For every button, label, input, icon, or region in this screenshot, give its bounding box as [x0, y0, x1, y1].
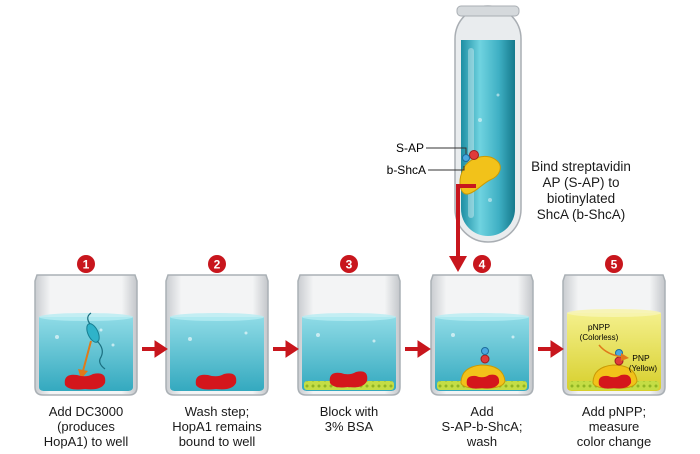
- step-badge-5: 5: [605, 255, 623, 273]
- sap-marker: [469, 150, 479, 160]
- beaker-2: [165, 274, 269, 396]
- tube-arrow-head: [449, 256, 467, 272]
- step-caption-3: Block with 3% BSA: [319, 404, 379, 434]
- pnpp-label: pNPP: [588, 322, 611, 332]
- beaker-4: [430, 274, 534, 396]
- biotin-marker: [481, 347, 489, 355]
- svg-text:5: 5: [611, 258, 618, 272]
- test-tube: S-AP b-ShcA: [387, 5, 522, 243]
- svg-text:2: 2: [214, 258, 221, 272]
- hopa1-protein: [195, 373, 237, 390]
- step-badge-3: 3: [340, 255, 358, 273]
- step-caption-4: Add S-AP-b-ShcA; wash: [441, 404, 523, 449]
- pnp-label: PNP: [632, 353, 650, 363]
- tube-caption: Bind streptavidin AP (S-AP) to biotinyla…: [531, 159, 631, 222]
- bshca-label: b-ShcA: [387, 163, 426, 177]
- yellow-label: (Yellow): [629, 364, 657, 373]
- step-caption-1: Add DC3000 (produces HopA1) to well: [43, 404, 129, 449]
- sap-marker: [480, 354, 490, 364]
- svg-text:4: 4: [479, 258, 486, 272]
- hopa1-protein: [64, 373, 106, 390]
- step-badge-1: 1: [77, 255, 95, 273]
- step-arrows: [142, 340, 564, 358]
- dc3000-bacterium: [86, 312, 106, 370]
- hopa1-protein: [466, 374, 500, 389]
- step-badge-2: 2: [208, 255, 226, 273]
- svg-text:3: 3: [346, 258, 353, 272]
- step-caption-2: Wash step; HopA1 remains bound to well: [172, 404, 262, 449]
- hopa1-protein: [598, 374, 632, 389]
- tube-to-beaker-arrow: [456, 184, 476, 258]
- beaker-5: pNPP (Colorless) PNP (Yellow): [562, 274, 666, 396]
- colorless-label: (Colorless): [580, 333, 619, 342]
- hopa1-protein: [329, 371, 368, 388]
- reaction-arrow: [598, 344, 624, 358]
- svg-text:1: 1: [83, 258, 90, 272]
- step-caption-5: Add pNPP; measure color change: [576, 404, 652, 449]
- beaker-1: [34, 274, 138, 396]
- sap-label: S-AP: [396, 141, 424, 155]
- beaker-3: [297, 274, 401, 396]
- step-badge-4: 4: [473, 255, 491, 273]
- biotin-marker: [462, 154, 470, 162]
